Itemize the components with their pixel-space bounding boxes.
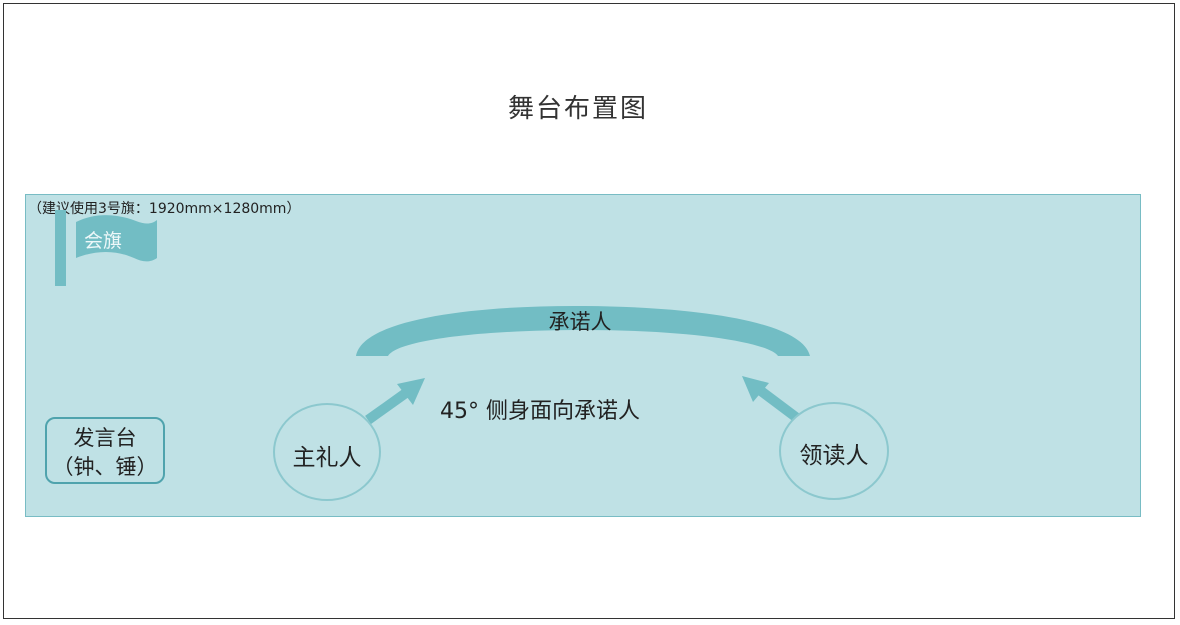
diagram-title: 舞台布置图 [507, 94, 648, 124]
promiser-arc [356, 305, 810, 356]
officiant-label: 主礼人 [292, 445, 362, 471]
podium-box [45, 417, 165, 484]
podium-sublabel: （钟、锤） [52, 455, 158, 479]
stage-area [25, 194, 1141, 517]
reader-direction-arrow [742, 376, 800, 422]
flag-cloth [76, 215, 157, 262]
flag-size-note: （建议使用3号旗：1920mm×1280mm） [28, 201, 301, 217]
promiser-label: 承诺人 [548, 310, 612, 334]
officiant-direction-arrow [365, 378, 425, 425]
facing-instruction: 45° 侧身面向承诺人 [440, 399, 640, 424]
flag-label: 会旗 [84, 230, 123, 252]
flag-pole [55, 210, 66, 286]
officiant-position [273, 403, 381, 501]
reader-label: 领读人 [799, 443, 869, 469]
reader-position [779, 402, 889, 500]
podium-label: 发言台 [73, 426, 137, 450]
